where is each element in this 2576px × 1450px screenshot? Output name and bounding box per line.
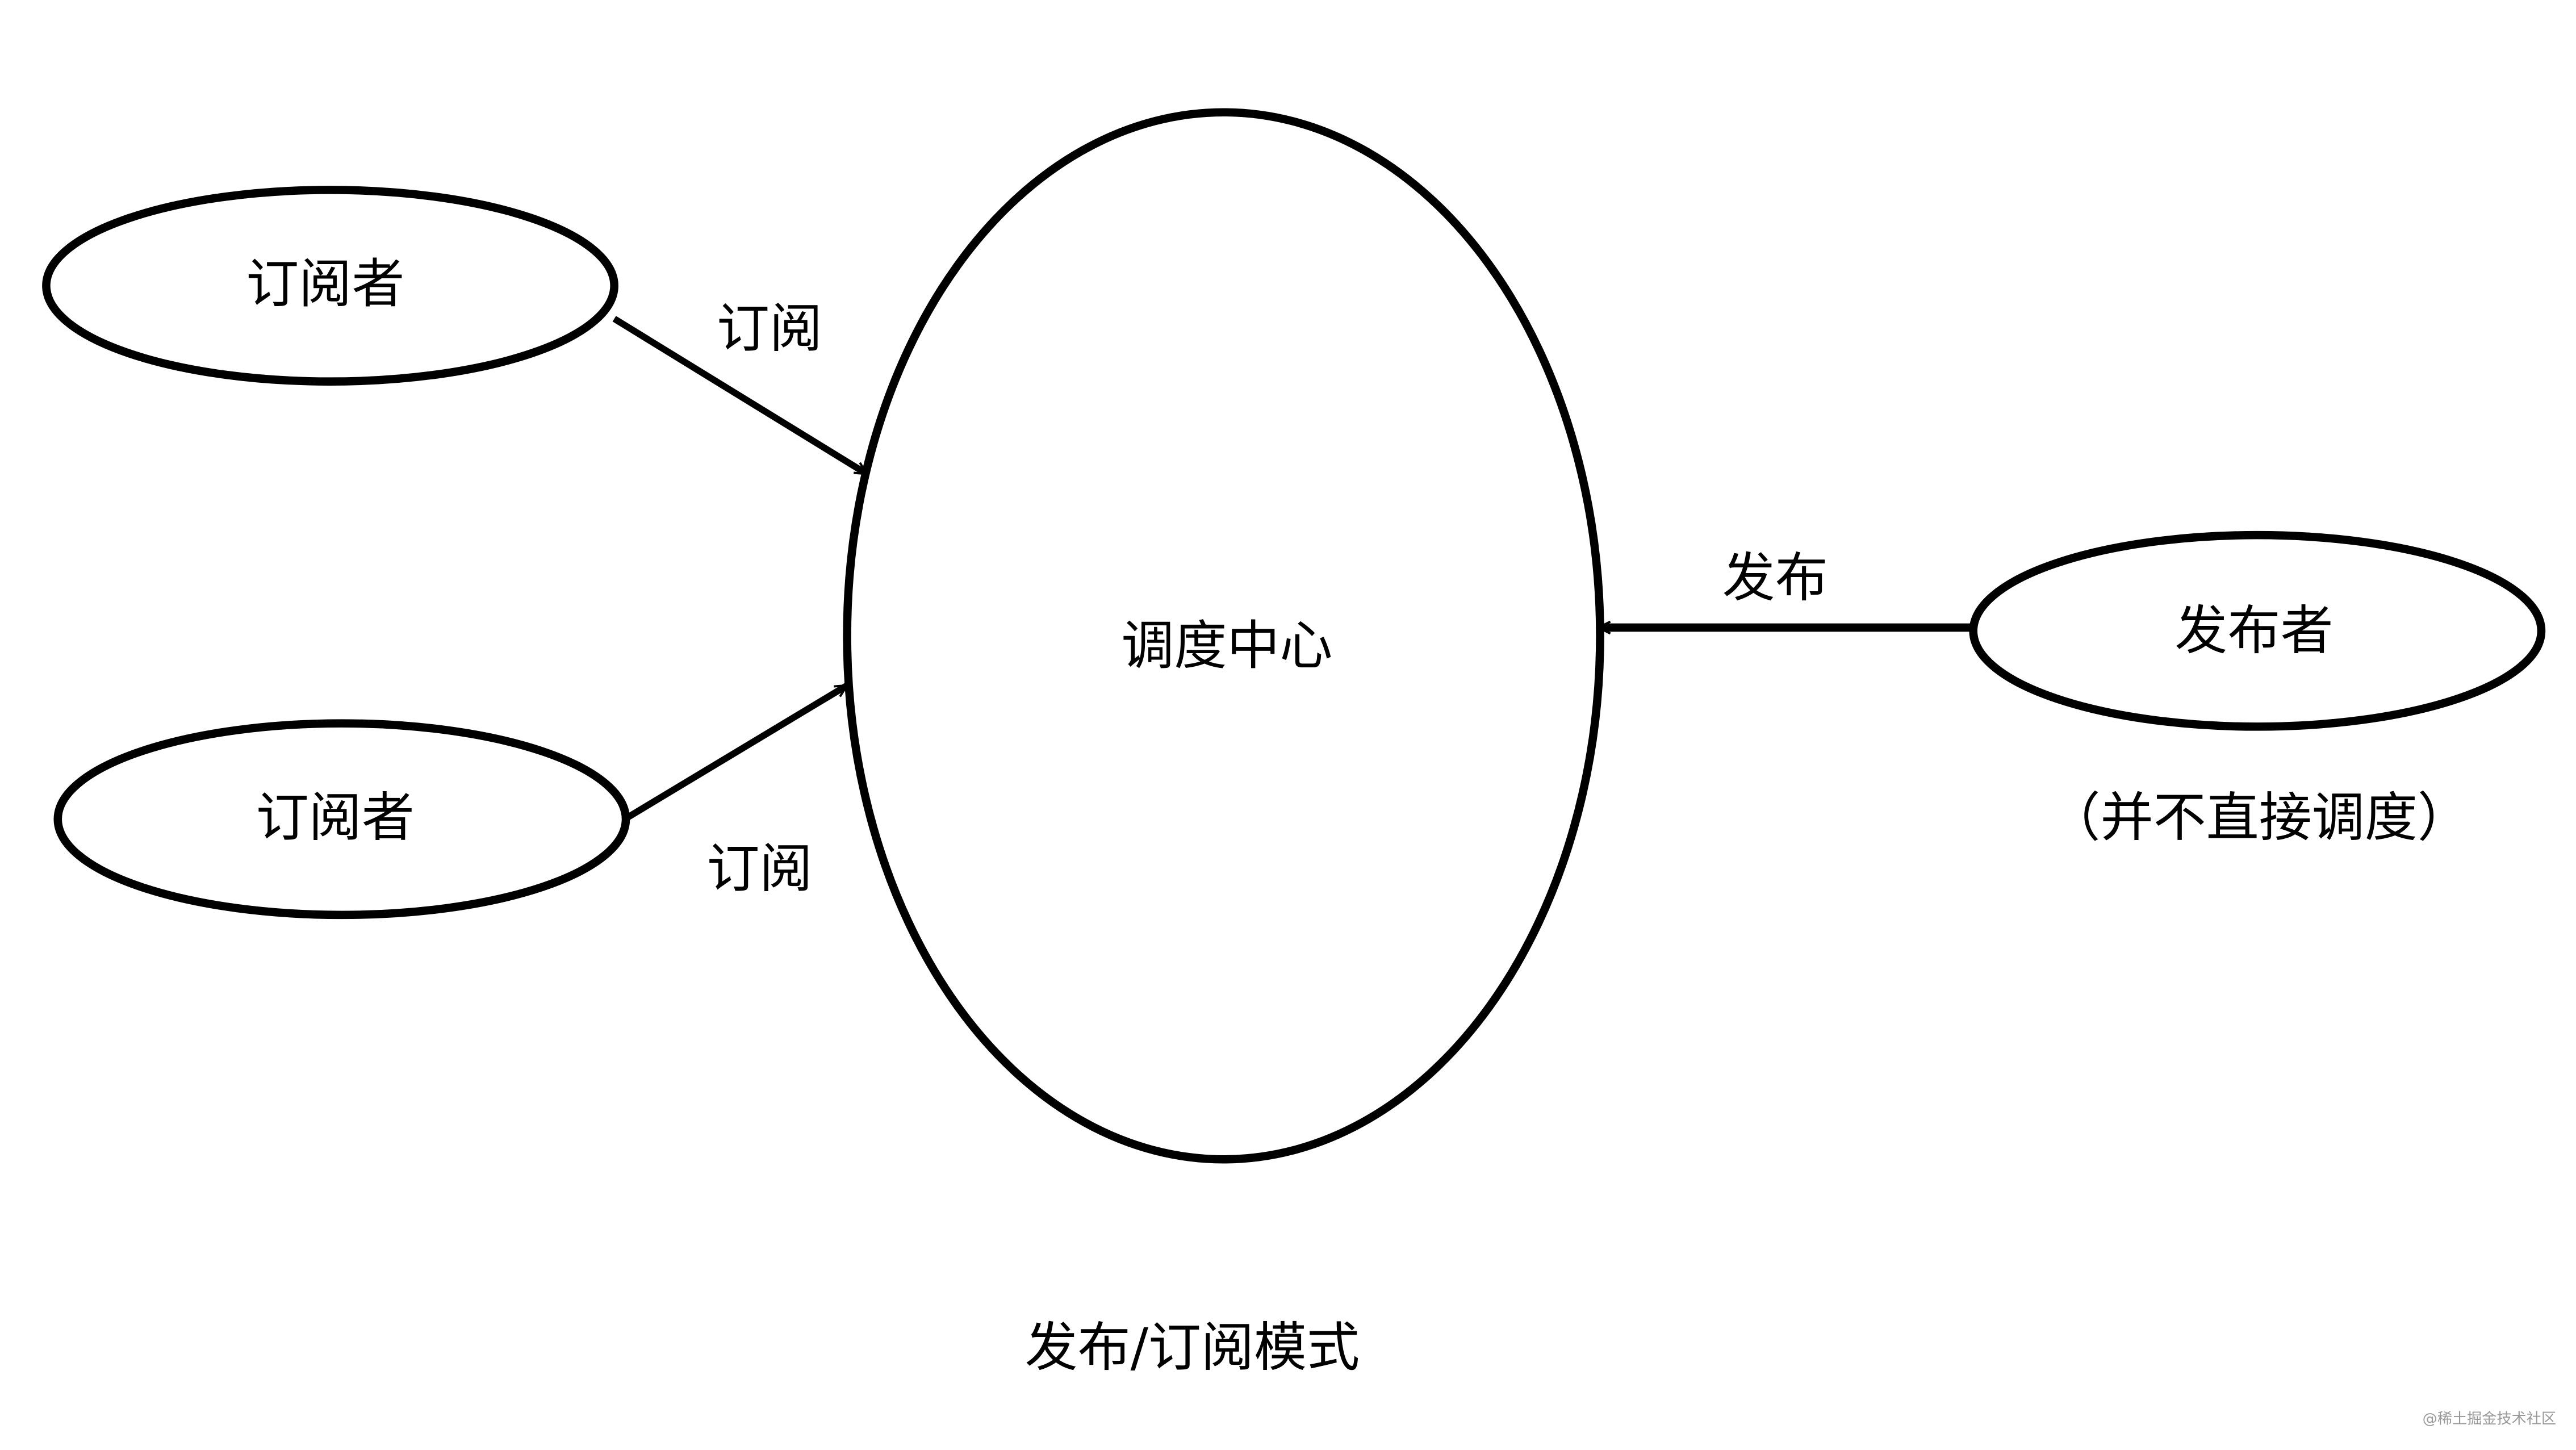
subscribe-arrow-2 [625, 682, 847, 821]
subscriber-label-1: 订阅者 [246, 253, 404, 315]
publisher-label: 发布者 [2174, 600, 2333, 662]
subscriber-node-1: 订阅者 [42, 186, 618, 386]
subscriber-node-2: 订阅者 [53, 719, 630, 920]
watermark: @稀土掘金技术社区 [2423, 1410, 2556, 1427]
center-label: 调度中心 [1121, 615, 1332, 676]
publish-edge-label: 发布 [1722, 548, 1828, 609]
subscribe-edge-label-1: 订阅 [717, 298, 822, 360]
subscribe-edge-label-2: 订阅 [707, 838, 813, 899]
publisher-note: （并不直接调度） [2048, 787, 2470, 848]
subscribe-arrow-1 [612, 316, 867, 477]
center-node: 调度中心 [843, 108, 1604, 1164]
subscriber-label-2: 订阅者 [256, 787, 415, 848]
publisher-node: 发布者 [1969, 530, 2546, 731]
diagram-title: 发布/订阅模式 [1025, 1317, 1360, 1378]
